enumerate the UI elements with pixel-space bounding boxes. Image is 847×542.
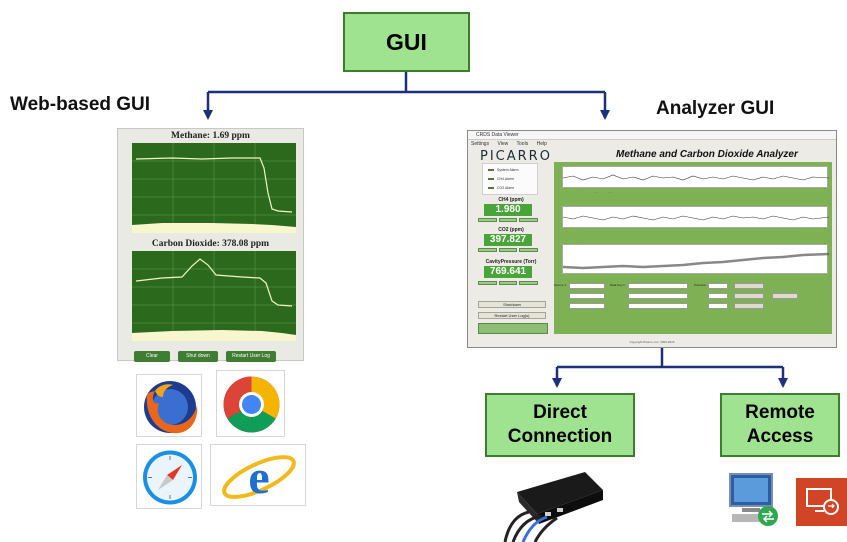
shut-down-button[interactable]: Shut down <box>178 351 218 362</box>
internet-explorer-icon: e <box>222 451 296 504</box>
shutdown-button[interactable]: Shutdown <box>478 301 546 308</box>
svg-text:e: e <box>248 451 269 504</box>
source-control-row-2 <box>554 293 798 299</box>
remote-desktop-icon <box>729 473 778 526</box>
restart-user-log-button[interactable]: Restart User Log <box>226 351 276 362</box>
menu-settings[interactable]: Settings <box>471 141 490 147</box>
firefox-logo <box>136 374 202 437</box>
copyright-footer: Copyright Picarro, Inc. 1999-2015 <box>629 340 675 344</box>
log-selector[interactable] <box>478 323 548 334</box>
pressure-label: CavityPressure (Torr) <box>485 259 537 265</box>
chrome-icon <box>223 376 280 433</box>
direct-connection-node: Direct Connection <box>485 393 635 457</box>
co2-plot <box>132 251 296 341</box>
remote-app-icon <box>796 478 847 526</box>
analyzer-gui-screenshot: CRDS Data Viewer Settings View Tools Hel… <box>467 130 837 348</box>
pressure-value: 769.641 <box>484 266 532 278</box>
gui-node-label: GUI <box>386 28 427 55</box>
remote-connection-icon <box>806 488 839 515</box>
methane-plot-title: Methane: 1.69 ppm <box>171 131 250 141</box>
window-titlebar: CRDS Data Viewer <box>468 131 836 140</box>
co2-value: 397.827 <box>484 234 532 246</box>
safari-icon <box>143 450 197 505</box>
ch4-alarm: CH4 Alarm <box>488 177 514 181</box>
analyzer-gui-heading: Analyzer GUI <box>656 98 775 119</box>
analyzer-plot-area: ····· ····· Source 1 Data Key 1 Precisio… <box>554 162 832 334</box>
usb-dock-image <box>503 472 603 542</box>
menu-tools[interactable]: Tools <box>516 141 529 147</box>
remote-label-line1: Remote <box>745 402 815 424</box>
remote-label-line2: Access <box>746 426 814 447</box>
analyzer-connector <box>552 348 788 388</box>
internet-explorer-logo: e <box>210 444 306 506</box>
clear-button[interactable]: Clear <box>134 351 170 362</box>
ch4-value: 1.980 <box>484 204 532 216</box>
firefox-icon <box>144 381 198 434</box>
menu-help[interactable]: Help <box>536 141 547 147</box>
co2-stat-buttons <box>478 248 539 252</box>
web-gui-screenshot: Methane: 1.69 ppm Carbon Dioxide: 378.08… <box>117 128 304 362</box>
restart-user-logs-button[interactable]: Restart User Log(s) <box>478 312 546 319</box>
ch4-stat-buttons <box>478 218 539 222</box>
analyzer-title: Methane and Carbon Dioxide Analyzer <box>616 149 798 160</box>
direct-label-line1: Direct <box>533 402 587 424</box>
pressure-trace-chart <box>562 244 830 274</box>
safari-logo <box>136 444 202 509</box>
co2-alarm: CO2 Alarm <box>488 186 514 190</box>
chrome-logo <box>216 370 285 437</box>
ch4-trace-chart <box>562 166 830 188</box>
system-alarm: System Alarm <box>488 168 519 172</box>
gui-node: GUI <box>343 12 470 72</box>
alarm-panel: System Alarm CH4 Alarm CO2 Alarm <box>482 163 538 195</box>
remote-access-node: Remote Access <box>720 393 840 457</box>
co2-trace-chart <box>562 206 830 228</box>
source-control-row-1: Source 1 Data Key 1 Precision <box>554 283 794 289</box>
menu-bar: Settings View Tools Help <box>468 140 836 148</box>
root-connector <box>203 72 610 120</box>
co2-plot-title: Carbon Dioxide: 378.08 ppm <box>151 239 270 249</box>
methane-plot <box>132 143 296 233</box>
web-gui-heading: Web-based GUI <box>10 94 151 115</box>
direct-label-line2: Connection <box>507 426 613 447</box>
ch4-label: CH4 (ppm) <box>498 197 524 203</box>
source-control-row-3 <box>554 303 794 309</box>
reset-buffers-button[interactable] <box>772 293 798 299</box>
co2-label: CO2 (ppm) <box>498 227 524 233</box>
picarro-logo: PICARRO <box>480 149 552 164</box>
menu-view[interactable]: View <box>497 141 509 147</box>
pressure-stat-buttons <box>478 281 539 285</box>
